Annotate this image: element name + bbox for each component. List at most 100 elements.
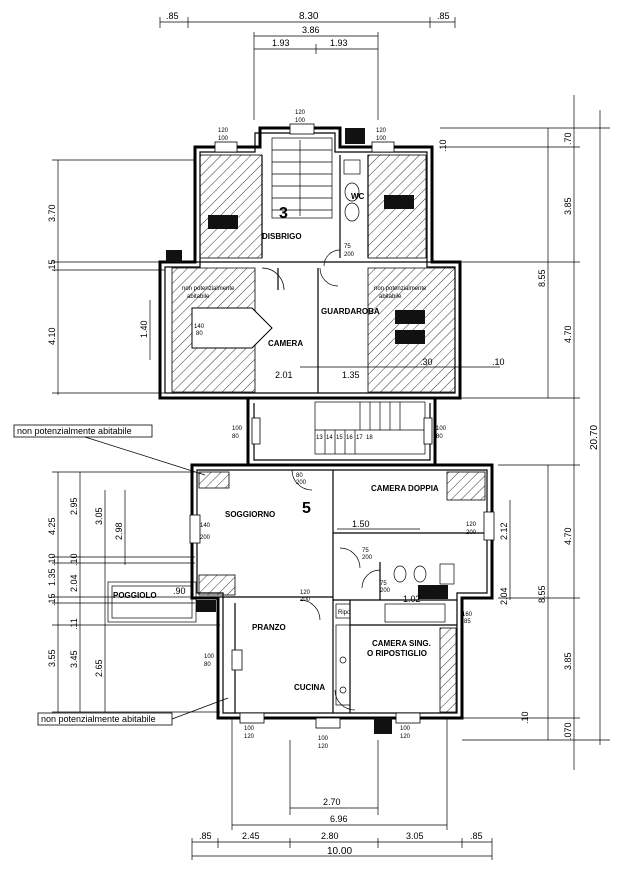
dim-right-lower-470: 4.70 — [563, 527, 573, 545]
stair-step-13: 13 — [316, 435, 323, 441]
sink-icon — [439, 563, 455, 585]
note-npa-upper-right-2: abitabile — [379, 294, 402, 300]
staircase-upper — [271, 137, 333, 219]
room-ripostiglio: O RIPOSTIGLIO — [367, 649, 427, 658]
poggiolo-balcony — [111, 585, 193, 619]
dim-bottom-1000: 10.00 — [327, 846, 352, 857]
dim-right-470: 4.70 — [563, 325, 573, 343]
dim-top-386: 3.86 — [302, 25, 320, 35]
dim-left-370: 3.70 — [47, 204, 57, 222]
stove-burner-icon — [339, 686, 347, 694]
door-label-75: 75 — [344, 244, 351, 250]
door-label-200: 200 — [362, 555, 373, 561]
door-label-75: 75 — [380, 581, 387, 587]
window-label-80: 80 — [436, 434, 443, 440]
dim-top-85-left: .85 — [166, 11, 179, 21]
dim-right-855: 8.55 — [537, 269, 547, 287]
window-label-200: 200 — [200, 535, 211, 541]
kitchen-counter — [335, 624, 351, 706]
window-label-120: 120 — [318, 744, 329, 750]
dim-left-011: .11 — [69, 618, 79, 630]
dim-right-070: .70 — [563, 132, 573, 145]
hatched-corner — [198, 471, 230, 489]
note-npa-upper-left-2: abitabile — [187, 294, 210, 300]
dim-left-015: .15 — [47, 259, 57, 272]
door-label-80: 80 — [196, 331, 203, 337]
dim-top-830: 8.30 — [299, 11, 319, 22]
window-label-100: 100 — [436, 426, 447, 432]
bidet-icon — [413, 565, 427, 583]
ripostiglio-box — [335, 603, 351, 619]
stair-step-16: 16 — [346, 435, 353, 441]
chimney-icon — [196, 600, 216, 612]
window-label-80: 80 — [204, 662, 211, 668]
window-label-85: 85 — [464, 619, 471, 625]
stove-burner-icon — [339, 656, 347, 664]
radiator-icon — [395, 330, 425, 344]
dim-interior-102: 1.02 — [403, 594, 421, 604]
right-dimensions: .70 .10 3.85 8.55 4.70 20.70 4.70 8.55 3… — [438, 95, 610, 770]
dim-bottom-696: 6.96 — [330, 814, 348, 824]
unit-number-upper: 3 — [279, 205, 288, 222]
window-label-120: 120 — [400, 734, 411, 740]
stair-step-18: 18 — [366, 435, 373, 441]
electrical-panel-icon — [374, 718, 392, 734]
dim-interior-201: 2.01 — [275, 370, 293, 380]
window-label-100: 100 — [244, 726, 255, 732]
hatched-corner — [198, 574, 236, 596]
dim-right-2070: 20.70 — [589, 425, 600, 450]
window-label-80: 80 — [232, 434, 239, 440]
room-poggiolo: POGGIOLO — [113, 591, 157, 600]
left-dimensions-lower: 4.25 .10 1.35 .15 3.55 2.95 .10 2.04 .11… — [47, 471, 220, 713]
dim-bottom-305: 3.05 — [406, 831, 424, 841]
dim-right-lower-212: 2.12 — [499, 522, 509, 540]
dim-left-010: .10 — [47, 553, 57, 566]
window-label-140: 140 — [200, 523, 211, 529]
dim-interior-010: .10 — [492, 357, 505, 367]
bidet-icon — [344, 202, 360, 222]
lower-unit: Ripo 5 SOGGIORNO CAMERA DOPPIA PRANZO CU… — [107, 463, 495, 750]
radiator-icon — [208, 215, 238, 229]
hatched-corner — [446, 471, 486, 501]
dim-left-135: 1.35 — [47, 568, 57, 586]
hatched-wall-strip — [439, 627, 457, 713]
dim-right-lower-070: .070 — [563, 722, 573, 740]
note-npa-upper-left-1: non potenzialmente — [182, 286, 235, 292]
dim-left-140: 1.40 — [139, 320, 149, 338]
stair-step-15: 15 — [336, 435, 343, 441]
unit-number-lower: 5 — [302, 500, 311, 517]
window-label-100: 100 — [376, 136, 387, 142]
dim-left-015b: .15 — [47, 593, 57, 606]
door-label-75: 75 — [362, 548, 369, 554]
note-npa-callout-top: non potenzialmente abitabile — [17, 426, 132, 436]
chimney-icon — [166, 250, 182, 262]
dim-right-lower-010: .10 — [520, 711, 530, 724]
window-label-160: 160 — [462, 612, 473, 618]
note-npa-callout-bottom: non potenzialmente abitabile — [41, 714, 156, 724]
dim-left-295: 2.95 — [69, 497, 79, 515]
electrical-panel-icon — [345, 128, 365, 144]
room-camera-upper: CAMERA — [268, 339, 303, 348]
window-label-120: 120 — [218, 128, 229, 134]
toilet-icon — [393, 565, 407, 583]
dim-right-lower-385: 3.85 — [563, 652, 573, 670]
window-label-120: 120 — [244, 734, 255, 740]
upper-unit: 3 DISBRIGO WC CAMERA GUARDAROBA non pote… — [158, 110, 505, 400]
dim-right-lower-855: 8.55 — [537, 585, 547, 603]
callout-notes: non potenzialmente abitabile non potenzi… — [13, 424, 229, 726]
door-label-200: 200 — [296, 480, 307, 486]
window-label-100: 100 — [218, 136, 229, 142]
room-wc: WC — [351, 192, 365, 201]
room-pranzo: PRANZO — [252, 623, 286, 632]
dim-bottom-085-left: .85 — [199, 831, 212, 841]
room-guardaroba: GUARDAROBA — [321, 307, 380, 316]
dim-top-193-right: 1.93 — [330, 38, 348, 48]
room-camera-sing: CAMERA SING. — [372, 639, 431, 648]
window-label-120: 120 — [466, 522, 477, 528]
dim-interior-150: 1.50 — [352, 519, 370, 529]
left-dimensions-upper: 3.70 .15 4.10 1.40 — [47, 159, 195, 395]
dim-top-85-right: .85 — [437, 11, 450, 21]
window-label-100: 100 — [295, 118, 306, 124]
window-label-100: 100 — [204, 654, 215, 660]
